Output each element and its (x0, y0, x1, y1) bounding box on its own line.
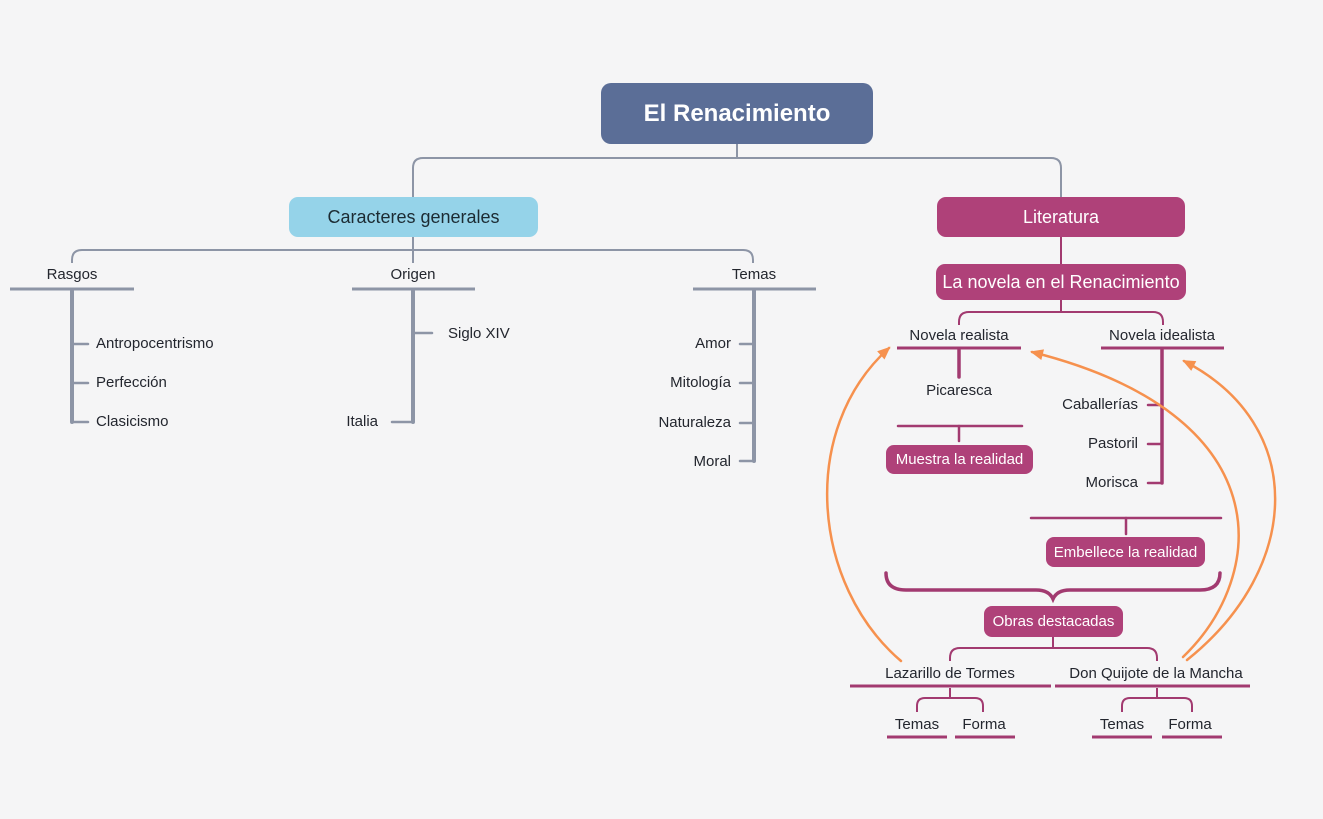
node-lazarillo-de-tormes[interactable]: Lazarillo de Tormes (885, 665, 1015, 682)
node-literatura[interactable]: Literatura (937, 197, 1185, 237)
node-la-novela-en-el-renacimiento[interactable]: La novela en el Renacimiento (936, 264, 1186, 300)
leaf-picaresca[interactable]: Picaresca (926, 382, 992, 399)
node-novela-idealista[interactable]: Novela idealista (1109, 327, 1215, 344)
leaf-quijote-temas[interactable]: Temas (1099, 716, 1145, 733)
leaf-lazarillo-forma[interactable]: Forma (962, 716, 1006, 733)
node-el-renacimiento[interactable]: El Renacimiento (601, 83, 873, 144)
leaf-naturaleza[interactable]: Naturaleza (658, 414, 731, 431)
leaf-clasicismo[interactable]: Clasicismo (96, 413, 169, 430)
node-obras-destacadas[interactable]: Obras destacadas (984, 606, 1123, 637)
leaf-moral[interactable]: Moral (693, 453, 731, 470)
node-muestra-la-realidad[interactable]: Muestra la realidad (886, 445, 1033, 474)
node-origen[interactable]: Origen (390, 266, 436, 283)
node-don-quijote-de-la-mancha[interactable]: Don Quijote de la Mancha (1069, 665, 1243, 682)
node-novela-realista[interactable]: Novela realista (909, 327, 1009, 344)
leaf-lazarillo-temas[interactable]: Temas (894, 716, 940, 733)
gray-connectors (10, 144, 1062, 463)
leaf-caballerias[interactable]: Caballerías (1062, 396, 1138, 413)
leaf-italia[interactable]: Italia (346, 413, 378, 430)
node-rasgos[interactable]: Rasgos (46, 266, 98, 283)
node-embellece-la-realidad[interactable]: Embellece la realidad (1046, 537, 1205, 567)
node-caracteres-generales[interactable]: Caracteres generales (289, 197, 538, 237)
magenta-connectors (850, 237, 1250, 739)
leaf-morisca[interactable]: Morisca (1085, 474, 1138, 491)
leaf-mitologia[interactable]: Mitología (670, 374, 731, 391)
node-temas[interactable]: Temas (731, 266, 777, 283)
leaf-pastoril[interactable]: Pastoril (1087, 435, 1138, 452)
leaf-siglo-xiv[interactable]: Siglo XIV (448, 325, 510, 342)
orange-relation-arrows (825, 346, 1277, 663)
leaf-amor[interactable]: Amor (695, 335, 731, 352)
leaf-perfeccion[interactable]: Perfección (96, 374, 167, 391)
leaf-antropocentrismo[interactable]: Antropocentrismo (96, 335, 214, 352)
leaf-quijote-forma[interactable]: Forma (1168, 716, 1212, 733)
